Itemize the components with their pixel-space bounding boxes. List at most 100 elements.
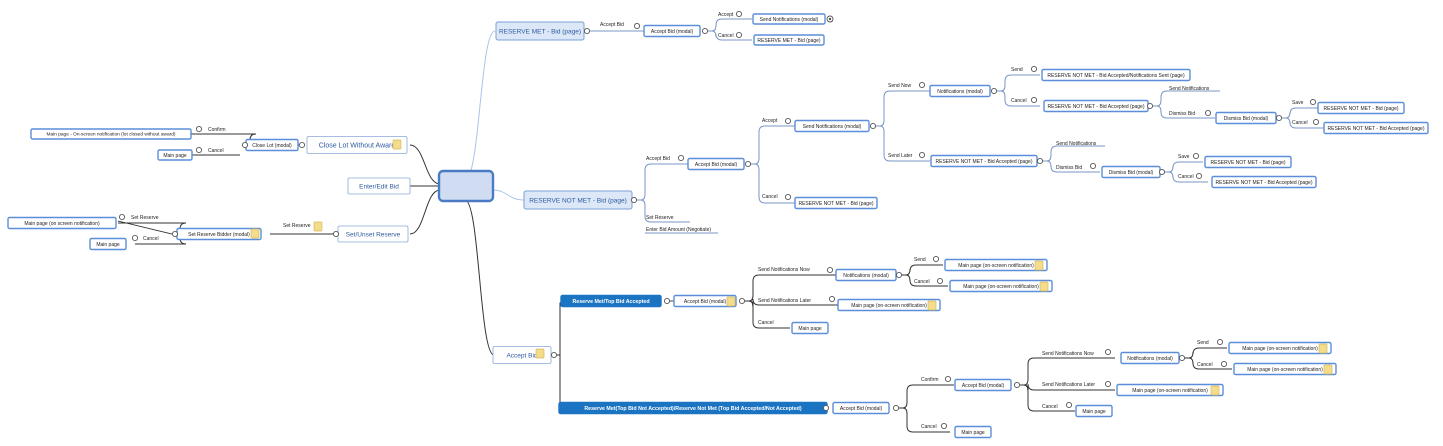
main-page-on-screen-notification-node[interactable]: Main page (on-screen notification)	[1233, 362, 1337, 376]
collapse-toggle-icon[interactable]	[1216, 338, 1224, 346]
topic-set-unset-reserve[interactable]: Set/Unset Reserve	[337, 225, 409, 243]
collapse-toggle-icon[interactable]	[118, 213, 126, 221]
collapse-toggle-icon[interactable]	[663, 297, 671, 305]
collapse-toggle-icon[interactable]	[1104, 380, 1112, 388]
send-notifications-modal-node[interactable]: Send Notifications (modal)	[794, 119, 870, 133]
collapse-toggle-icon[interactable]	[744, 160, 752, 168]
main-page-node[interactable]: Main page	[1075, 404, 1113, 418]
collapse-toggle-icon[interactable]	[869, 122, 877, 130]
collapse-toggle-icon[interactable]	[826, 266, 834, 274]
collapse-toggle-icon[interactable]	[1030, 96, 1038, 104]
collapse-toggle-icon[interactable]	[131, 234, 139, 242]
main-page-node[interactable]: Main page	[157, 149, 193, 161]
main-page-on-screen-notification-node[interactable]: Main page (on-screen notification)	[949, 279, 1053, 293]
collapse-toggle-icon[interactable]	[738, 297, 746, 305]
main-page-node[interactable]: Main page	[791, 321, 829, 335]
reserve-not-met-bid-accepted-node[interactable]: RESERVE NOT MET - Bid Accepted (page)	[930, 154, 1038, 168]
reserve-not-met-bid-accepted-node[interactable]: RESERVE NOT MET - Bid Accepted (page)	[1043, 99, 1149, 113]
collapse-toggle-icon[interactable]	[1036, 157, 1044, 165]
dismiss-bid-modal-node[interactable]: Dismiss Bid (modal)	[1215, 111, 1277, 125]
reserve-not-met-bid-page-node[interactable]: RESERVE NOT MET - Bid (page)	[1204, 155, 1292, 169]
note-icon[interactable]	[1318, 343, 1328, 354]
topic-enter-edit-bid[interactable]: Enter/Edit Bid	[347, 177, 411, 195]
topic-reserve-met-bid-page[interactable]: RESERVE MET - Bid (page)	[495, 21, 585, 41]
collapse-toggle-icon[interactable]	[1013, 381, 1021, 389]
collapse-toggle-icon[interactable]	[583, 27, 591, 35]
note-icon[interactable]	[1210, 385, 1220, 396]
collapse-toggle-icon[interactable]	[895, 271, 903, 279]
note-icon[interactable]	[1034, 260, 1044, 271]
main-page-on-screen-notification-node[interactable]: Main page (on-screen notification)	[1228, 341, 1332, 355]
collapse-toggle-icon[interactable]	[944, 375, 952, 383]
root-node[interactable]	[437, 169, 495, 203]
reserve-not-met-bid-accepted-node[interactable]: RESERVE NOT MET - Bid Accepted (page)	[1211, 175, 1317, 189]
collapse-toggle-icon[interactable]	[990, 87, 998, 95]
collapse-toggle-icon[interactable]	[1192, 152, 1200, 160]
collapse-toggle-icon[interactable]	[1104, 348, 1112, 356]
reserve-met-bid-page-node[interactable]: RESERVE MET - Bid (page)	[753, 34, 825, 46]
collapse-toggle-icon[interactable]	[1178, 354, 1186, 362]
note-icon[interactable]	[927, 300, 937, 311]
note-icon[interactable]	[250, 228, 260, 239]
notifications-modal-node[interactable]: Notifications (modal)	[929, 84, 991, 98]
note-icon[interactable]	[392, 139, 402, 150]
collapse-toggle-icon[interactable]	[1204, 109, 1212, 117]
collapse-toggle-icon[interactable]	[828, 295, 836, 303]
note-icon[interactable]	[1039, 281, 1049, 292]
main-page-on-screen-notification-node[interactable]: Main page (on screen notification)	[7, 216, 117, 230]
main-page-node[interactable]: Main page	[954, 425, 992, 439]
send-notifications-modal-node[interactable]: Send Notifications (modal)	[752, 13, 826, 25]
reserve-met-top-bid-accepted-node[interactable]: Reserve Met/Top Bid Accepted	[560, 294, 662, 308]
collapse-toggle-icon[interactable]	[822, 404, 830, 412]
collapse-toggle-icon[interactable]	[630, 196, 638, 204]
collapse-toggle-icon[interactable]	[1195, 172, 1203, 180]
collapse-toggle-icon[interactable]	[677, 154, 685, 162]
collapse-toggle-icon[interactable]	[1275, 114, 1283, 122]
collapse-toggle-icon[interactable]	[195, 125, 203, 133]
collapse-toggle-icon[interactable]	[1158, 168, 1166, 176]
collapse-toggle-icon[interactable]	[1309, 98, 1317, 106]
note-icon[interactable]	[726, 296, 736, 307]
main-page-on-screen-notification-node[interactable]: Main page (on-screen notification)	[1116, 383, 1224, 397]
collapse-toggle-icon[interactable]	[1312, 118, 1320, 126]
collapse-toggle-icon[interactable]	[633, 22, 641, 30]
collapse-toggle-icon[interactable]	[735, 10, 743, 18]
collapse-toggle-icon[interactable]	[550, 351, 558, 359]
collapse-toggle-icon[interactable]	[701, 27, 709, 35]
collapse-toggle-icon[interactable]	[332, 230, 340, 238]
collapse-toggle-icon[interactable]	[1220, 360, 1228, 368]
accept-bid-modal-node[interactable]: Accept Bid (modal)	[673, 294, 737, 308]
note-icon[interactable]	[535, 348, 545, 359]
collapse-toggle-icon[interactable]	[936, 277, 944, 285]
collapse-toggle-icon[interactable]	[918, 151, 926, 159]
accept-bid-modal-node[interactable]: Accept Bid (modal)	[687, 157, 745, 171]
dismiss-bid-modal-node[interactable]: Dismiss Bid (modal)	[1101, 165, 1161, 179]
collapse-toggle-icon[interactable]	[932, 255, 940, 263]
collapse-toggle-icon[interactable]	[1065, 401, 1073, 409]
collapse-toggle-icon[interactable]	[1030, 65, 1038, 73]
topic-reserve-not-met-bid-page[interactable]: RESERVE NOT MET - Bid (page)	[523, 190, 633, 210]
main-page-on-screen-notification-node[interactable]: Main page (on-screen notification)	[944, 258, 1048, 272]
collapse-toggle-icon[interactable]	[784, 193, 792, 201]
topic-close-lot-without-award[interactable]: Close Lot Without Award	[306, 136, 408, 154]
collapse-toggle-icon[interactable]	[171, 230, 179, 238]
main-page-on-screen-notification-node[interactable]: Main page (on-screen notification)	[837, 298, 941, 312]
collapse-toggle-icon[interactable]	[1089, 162, 1097, 170]
main-page-node[interactable]: Main page	[89, 237, 127, 251]
notifications-modal-node[interactable]: Notifications (modal)	[1120, 351, 1180, 365]
close-lot-modal-node[interactable]: Close Lot (modal)	[245, 138, 299, 152]
accept-bid-modal-node[interactable]: Accept Bid (modal)	[832, 401, 890, 415]
set-reserve-bidder-modal-node[interactable]: Set Reserve Bidder (modal)	[176, 227, 262, 241]
collapse-toggle-icon[interactable]	[784, 117, 792, 125]
collapse-toggle-icon[interactable]	[892, 404, 900, 412]
reserve-not-met-bid-accepted-notifications-sent-node[interactable]: RESERVE NOT MET - Bid Accepted/Notificat…	[1041, 68, 1191, 82]
reserve-not-met-bid-accepted-node[interactable]: RESERVE NOT MET - Bid Accepted (page)	[1323, 121, 1429, 135]
reserve-not-met-bid-page-node[interactable]: RESERVE NOT MET - Bid (page)	[794, 196, 878, 210]
note-icon[interactable]	[1323, 364, 1333, 375]
reserve-met-top-bid-not-accepted-node[interactable]: Reserve Met(Top Bid Not Accepted)/Reserv…	[558, 401, 828, 415]
collapse-toggle-icon[interactable]	[735, 31, 743, 39]
reserve-not-met-bid-page-node[interactable]: RESERVE NOT MET - Bid (page)	[1317, 101, 1405, 115]
notifications-modal-node[interactable]: Notifications (modal)	[835, 268, 897, 282]
collapse-toggle-icon[interactable]	[195, 146, 203, 154]
main-page-notification-lot-closed-node[interactable]: Main page - On-screen notification (lot …	[30, 128, 192, 140]
